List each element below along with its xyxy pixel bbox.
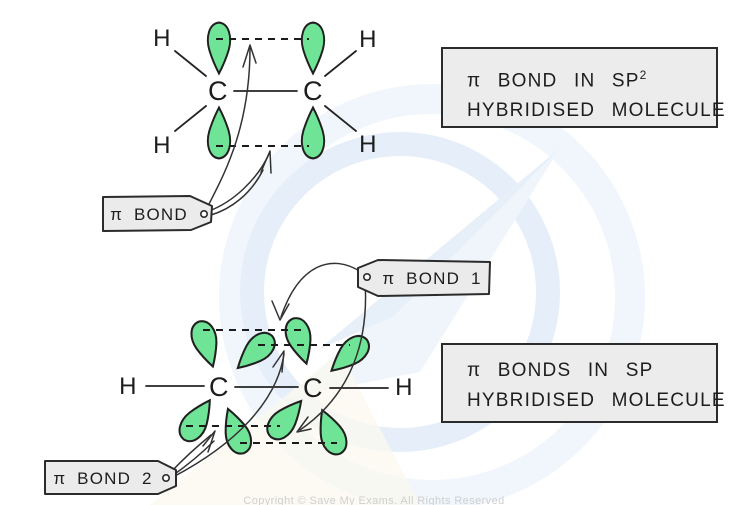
hydrogen-label: H xyxy=(153,25,171,52)
pointer-arrow xyxy=(299,280,367,431)
carbon-label: C xyxy=(208,76,228,106)
info-box-sp2: π BOND IN SP2 HYBRIDISED MOLECULE xyxy=(441,47,726,128)
info-box-sp: π BONDS IN SP HYBRIDISED MOLECULE xyxy=(441,343,726,423)
pi-bond-tag-group: π BOND xyxy=(102,44,272,232)
ch-bond xyxy=(324,105,357,132)
pointer-arrow xyxy=(172,353,285,478)
hydrogen-label: H xyxy=(153,132,171,159)
pi-bond-tag-label: π BOND xyxy=(110,205,188,224)
hydrogen-label: H xyxy=(359,26,377,53)
ch-bond xyxy=(324,50,357,77)
pi-bond-tag xyxy=(102,195,213,232)
carbon-label: C xyxy=(303,373,323,403)
arrowhead xyxy=(242,44,257,68)
info-box-sp2-line1-text: π BOND IN SP xyxy=(467,70,640,92)
pi-bond-1-tag-group: π BOND 1 xyxy=(271,259,491,433)
arrowhead xyxy=(272,350,285,373)
info-box-sp2-line1: π BOND IN SP2 xyxy=(467,60,706,96)
tag-eyelet-icon xyxy=(200,210,209,219)
hydrogen-label: H xyxy=(119,373,137,400)
hydrogen-label: H xyxy=(395,374,413,401)
p-orbital-lobe xyxy=(300,21,326,75)
carbon-label: C xyxy=(209,372,229,402)
ch-bond xyxy=(174,50,207,77)
superscript-2: 2 xyxy=(639,68,647,82)
info-box-sp-line1: π BONDS IN SP xyxy=(467,360,654,381)
arrowhead xyxy=(296,416,312,433)
carbon-label: C xyxy=(303,76,323,106)
arrowhead xyxy=(260,150,272,174)
ethyne-molecule: H C C H xyxy=(119,314,413,460)
pi-bond-2-tag-group: π BOND 2 xyxy=(44,350,285,495)
p-orbital-lobe xyxy=(206,106,232,160)
ch-bond xyxy=(174,105,207,132)
info-box-sp2-line2: HYBRIDISED MOLECULE xyxy=(467,100,726,122)
hydrogen-label: H xyxy=(359,131,377,158)
p-orbital-lobe xyxy=(300,106,326,160)
arrowhead xyxy=(271,300,290,321)
ethene-molecule: H H H H C C xyxy=(153,21,377,160)
background-watermark-logo xyxy=(150,84,645,505)
arrowhead xyxy=(202,430,216,453)
pointer-arrow xyxy=(280,262,362,318)
pointer-arrow xyxy=(207,47,251,207)
pi-bond-2-tag xyxy=(44,460,177,495)
copyright-watermark: Copyright © Save My Exams. All Rights Re… xyxy=(243,495,505,505)
tag-eyelet-icon xyxy=(362,272,371,281)
pointer-arrow xyxy=(210,169,264,216)
pi-bond-1-tag xyxy=(357,259,491,297)
pointer-arrow xyxy=(170,434,212,473)
p-orbital-lobe xyxy=(186,317,226,371)
pi-bond-1-tag-label: π BOND 1 xyxy=(382,269,481,288)
p-orbital-lobe xyxy=(281,314,319,368)
pi-bond-2-tag-label: π BOND 2 xyxy=(53,469,152,488)
tag-eyelet-icon xyxy=(162,473,171,482)
p-orbital-lobe xyxy=(206,21,232,75)
info-box-sp-line2: HYBRIDISED MOLECULE xyxy=(467,390,726,411)
